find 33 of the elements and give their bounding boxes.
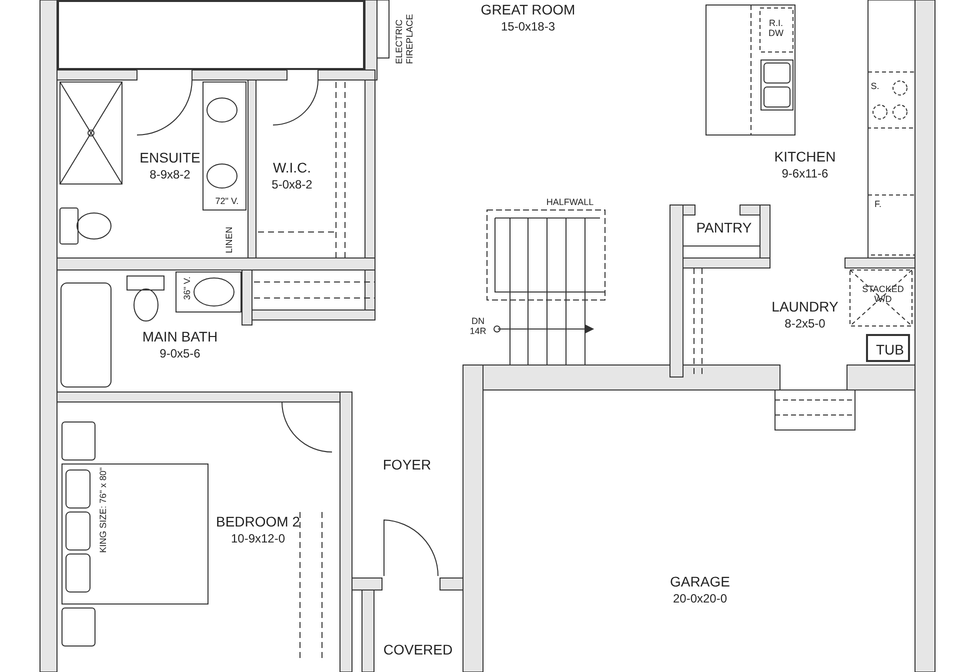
room-name: MAIN BATH — [142, 328, 218, 344]
fixture-label: STACKED W/D — [861, 284, 905, 305]
room-dimensions: 9-0x5-6 — [160, 346, 200, 360]
fixture-label: ELECTRIC FIREPLACE — [394, 12, 415, 64]
fixture-label: S. — [870, 81, 880, 92]
fixture-label: 36" V. — [182, 275, 192, 302]
room-dimensions: 8-9x8-2 — [150, 168, 190, 182]
room-dimensions: 20-0x20-0 — [672, 592, 728, 606]
room — [57, 0, 365, 70]
fixture-label: F. — [873, 199, 882, 210]
room-dimensions: 8-2x5-0 — [784, 316, 826, 330]
room-name: LINEN — [225, 226, 235, 254]
wall-label: HALFWALL — [545, 197, 595, 208]
tub-box — [866, 334, 910, 362]
fixture-label: KING SIZE: 76" x 80" — [98, 466, 108, 555]
room-name: ENSUITE — [140, 150, 200, 166]
fixture-label: R.I. DW — [768, 18, 784, 39]
stair-label: DN 14R — [468, 316, 488, 337]
room-name: COVERED — [383, 642, 453, 658]
room-name: GREAT ROOM — [480, 2, 576, 18]
room-name: FOYER — [382, 457, 432, 473]
room-name: GARAGE — [670, 574, 730, 590]
room-name: BEDROOM 2 — [216, 514, 300, 530]
room-name: W.I.C. — [272, 160, 312, 176]
room-name: KITCHEN — [774, 148, 836, 164]
room-dimensions: 10-9x12-0 — [230, 532, 286, 546]
fixture-label: 72" V. — [214, 196, 240, 206]
room-dimensions: 15-0x18-3 — [500, 20, 556, 34]
room-dimensions: 5-0x8-2 — [272, 178, 312, 192]
room-name: PANTRY — [696, 220, 752, 236]
room-name: TUB — [876, 342, 904, 358]
room-name: LAUNDRY — [772, 298, 838, 314]
room-dimensions: 9-6x11-6 — [782, 166, 828, 180]
